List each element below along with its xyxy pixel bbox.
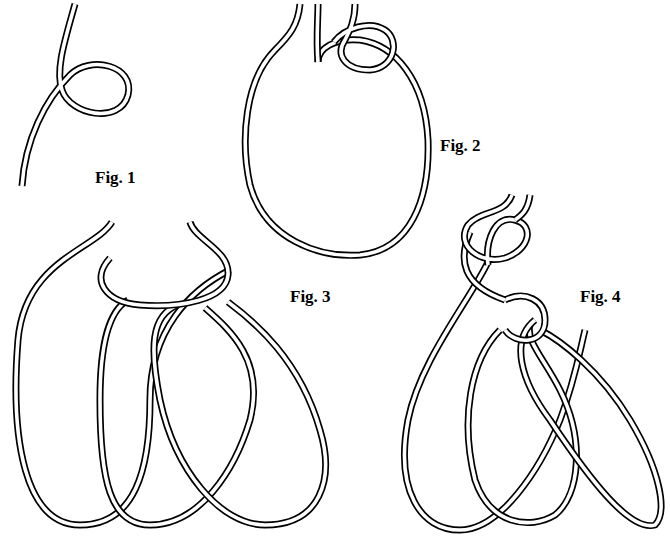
figure-label: Fig. 4 — [580, 287, 621, 307]
figure-label: Fig. 1 — [95, 168, 136, 188]
rope-figure-1 — [22, 4, 129, 186]
rope-figure-3 — [16, 222, 325, 525]
figure-label: Fig. 3 — [290, 287, 331, 307]
rope-figure-2 — [245, 4, 428, 255]
rope-figure-4 — [405, 195, 661, 530]
figure-label: Fig. 2 — [440, 136, 481, 156]
